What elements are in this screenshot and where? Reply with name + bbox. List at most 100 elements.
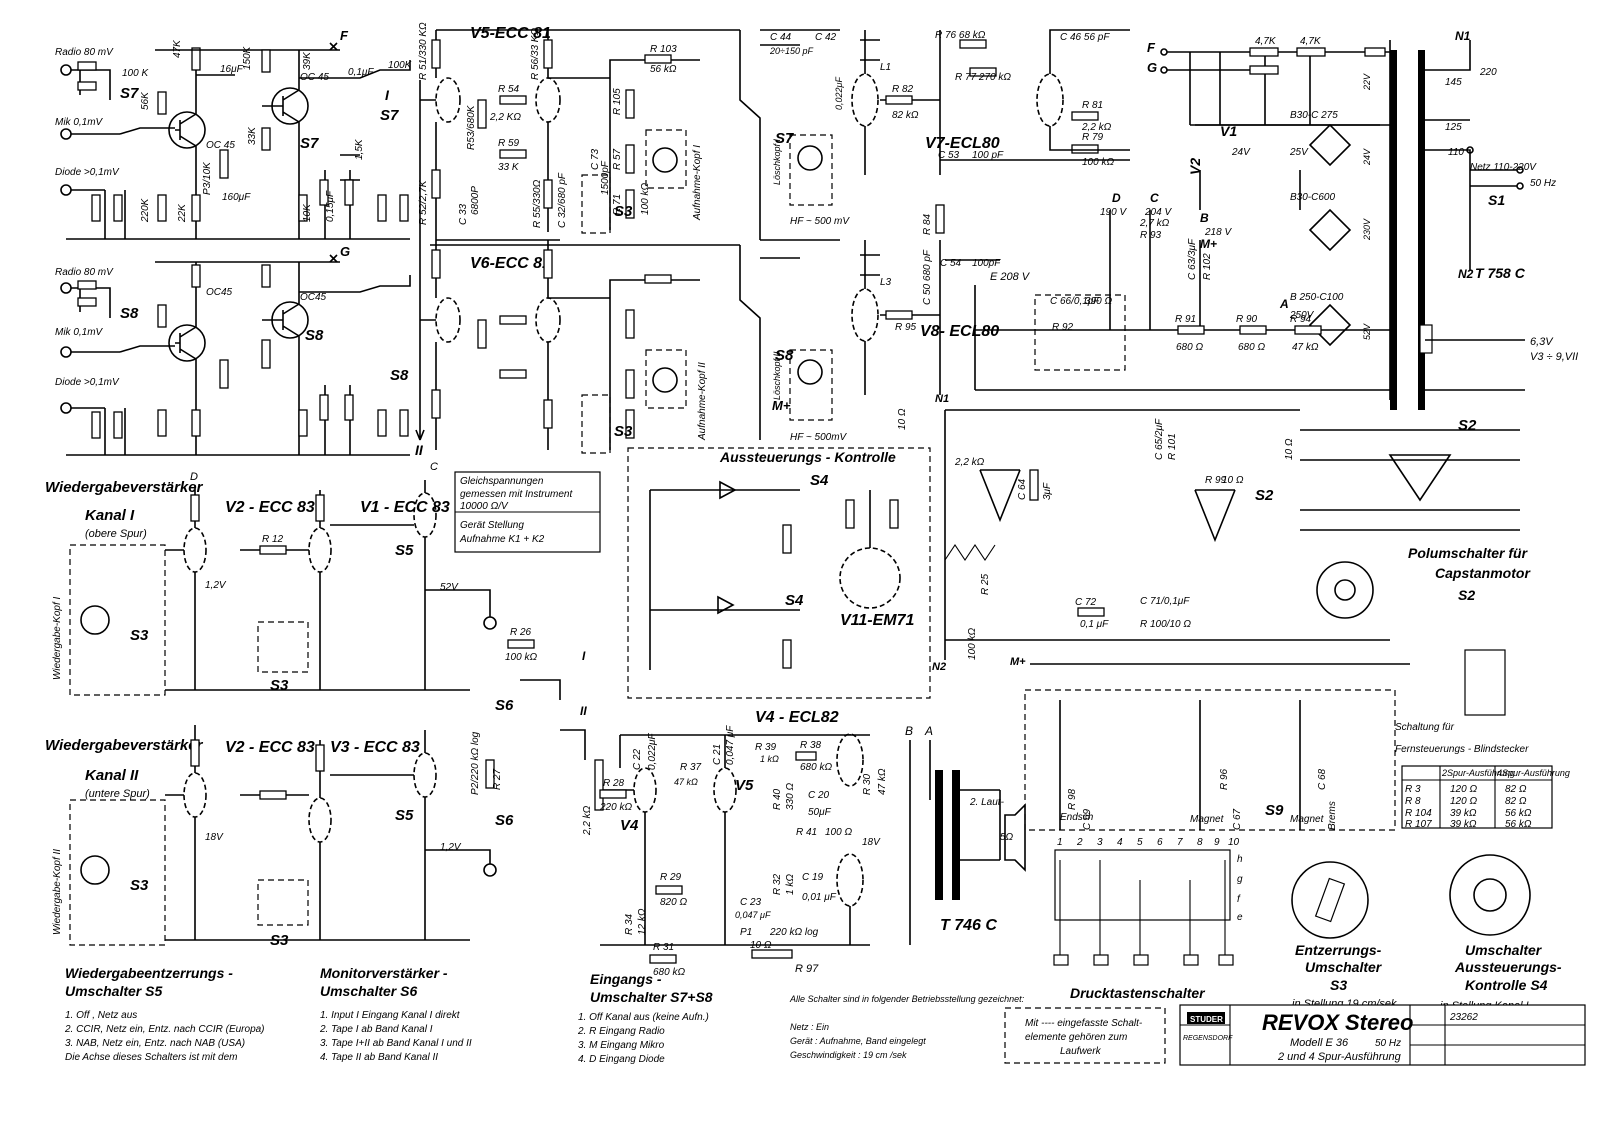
switch-s6-b: S6 — [495, 812, 514, 829]
caption-entzerr-2: Umschalter — [1305, 959, 1383, 975]
comp-r53: R53/680K — [466, 104, 477, 150]
tube-v4: V4 - ECL82 — [755, 709, 839, 726]
legend-s6-item-2: 2. Tape I ab Band Kanal I — [319, 1024, 433, 1035]
comp-c46: C 46 56 pF — [1060, 32, 1110, 43]
legend-s6-item-4: 4. Tape II ab Band Kanal II — [320, 1052, 438, 1063]
volt-250: 250V — [1289, 310, 1315, 321]
mains-label: Netz 110-220V — [1470, 162, 1537, 173]
legend-s5-item-4: Die Achse dieses Schalters ist mit dem — [65, 1052, 237, 1063]
comp-r31-val: 1 kΩ — [785, 874, 796, 895]
label-v1-ps: V1 — [1220, 123, 1237, 139]
comp-r37-val: 0,047 μF — [725, 725, 736, 765]
label-r98: R 96 — [1219, 768, 1230, 790]
comp-6800p: 6800P — [470, 186, 481, 215]
caption-drucktasten: Drucktastenschalter — [1070, 985, 1206, 1001]
comp-r37: C 21 — [712, 744, 723, 765]
rail-f-top: F — [340, 28, 349, 43]
comp-c23: P1 — [740, 927, 752, 938]
legend-state-item-2: Gerät : Aufnahme, Band eingelegt — [790, 1036, 926, 1046]
label-l1: L1 — [880, 62, 891, 73]
comp-p2: 2,2 kΩ — [582, 805, 593, 836]
switch-s2-b: S2 — [1255, 487, 1274, 504]
comp-220k-a: 220K — [140, 197, 151, 223]
volt-218: 218 V — [1204, 227, 1232, 238]
comp-r32: C 19 — [802, 872, 824, 883]
caption-polumschalter-3: S2 — [1458, 587, 1475, 603]
label-c67: Brems — [1327, 801, 1338, 830]
pb-row-g: g — [1237, 874, 1243, 885]
comp-56k-r103: 56 kΩ — [650, 64, 677, 75]
tap-125: 125 — [1445, 122, 1462, 133]
legend-state: Alle Schalter sind in folgender Betriebs… — [789, 994, 1025, 1060]
volt-12-a: 1,2V — [205, 580, 227, 591]
switch-s8-a: S8 — [120, 305, 139, 322]
legend-s6-title-2: Umschalter S6 — [320, 983, 417, 999]
comp-01uf-a: 0,1μF — [348, 67, 374, 78]
legend-s78-item-1: 1. Off Kanal aus (keine Aufn.) — [578, 1012, 709, 1023]
comp-r27: R 28 — [603, 778, 625, 789]
comp-r26: P2/220 kΩ log — [470, 731, 481, 795]
comp-22k-a: 22K — [177, 203, 188, 223]
comp-r55: R 55/330Ω — [532, 179, 543, 228]
motor-control: N1 N2 2,2 kΩ C 64 3μF R 99 10 Ω C 65/2μF… — [932, 393, 1531, 673]
bias-oscillators: S7 S8 C 44 20÷150 pF C 42 0,022μF V7-ECL… — [739, 29, 1130, 443]
rail-i-s6: I — [582, 649, 586, 663]
rail-f-psu: F — [1147, 40, 1156, 55]
transistor-4: OC45 — [300, 292, 327, 303]
comp-c44-val: 20÷150 pF — [769, 46, 813, 56]
comp-56k-a: 56K — [140, 91, 151, 110]
comp-r30-val: 820 Ω — [660, 897, 687, 908]
monitor-amp: V4 - ECL82 V4 V5 2,2 kΩ R 28 220 kΩ C 22… — [582, 709, 1026, 978]
laufwerk-3: Laufwerk — [1060, 1046, 1102, 1057]
comp-r81-val: 2,2 kΩ — [1081, 122, 1112, 133]
legend-state-item-3: Geschwindigkeit : 19 cm /sek — [790, 1050, 907, 1060]
table-r1-c1: 120 Ω — [1450, 784, 1477, 795]
tube-v11: V11-EM71 — [840, 612, 915, 629]
caption-umsch-2: Aussteuerungs- — [1454, 959, 1562, 975]
rect-3-label: B 250-C100 — [1290, 292, 1344, 303]
comp-r29: R 34 — [624, 913, 635, 935]
volt-204: 204 V — [1144, 207, 1172, 218]
mains-hz: 50 Hz — [1530, 178, 1556, 189]
record-amps: V5-ECC 81 V6-ECC 81 R 51/330 KΩ R53/680K… — [418, 22, 740, 454]
rail-ii-s6: II — [580, 704, 587, 718]
caption-aussteuerung: Aussteuerungs - Kontrolle — [719, 449, 896, 465]
table-r3-c1: 39 kΩ — [1450, 808, 1477, 819]
switch-s8-osc: S8 — [775, 347, 794, 364]
brand-name: REVOX — [1262, 1010, 1340, 1035]
input-diode-1: Diode >0,1mV — [55, 167, 120, 178]
comp-r57: R 57 — [612, 148, 623, 170]
comp-r56: R 56/33 KΩ — [530, 28, 541, 80]
tube-v2a: V2 - ECC 83 — [225, 499, 315, 516]
label-v2-ps: V2 — [1187, 158, 1203, 175]
comp-r76: R 76 68 kΩ — [935, 30, 986, 41]
table-r1-c0: R 3 — [1405, 784, 1421, 795]
comp-c21-val: 1 kΩ — [760, 754, 779, 764]
legend-s5-item-1: 1. Off , Netz aus — [65, 1010, 137, 1021]
comp-r99: C 65/2μF — [1154, 418, 1165, 460]
legend-s78-title-1: Eingangs - — [590, 971, 662, 987]
caption-wg2: Wiedergabeverstärker — [45, 737, 204, 754]
legend-s78-title-2: Umschalter S7+S8 — [590, 989, 713, 1005]
comp-r28: C 22 — [632, 748, 643, 770]
rail-b-ps: B — [1200, 211, 1209, 225]
rectifier-b30-c275: B30-C 275 — [1290, 110, 1352, 167]
caption-kanal1: Kanal I — [85, 507, 135, 524]
hf-label-2: HF ~ 500mV — [790, 432, 848, 443]
input-radio-1: Radio 80 mV — [55, 47, 114, 58]
comp-39k-a: 39K — [302, 51, 313, 70]
caption-kanal2-sub: (untere Spur) — [85, 788, 150, 800]
transistor-1: OC 45 — [206, 140, 235, 151]
pushbutton-switch: 1 2 3 4 5 6 7 8 9 10 h g f e Drucktasten… — [1053, 837, 1243, 1001]
pb-n7: 7 — [1177, 837, 1183, 848]
volt-52-a: 52V — [440, 582, 459, 593]
volt-230v: 52V — [1362, 323, 1372, 340]
label-r97: R 98 — [1067, 788, 1078, 810]
pb-n10: 10 — [1228, 837, 1240, 848]
model-variant: 2 und 4 Spur-Ausführung — [1277, 1051, 1402, 1063]
comp-p3-a: P3/10K — [202, 161, 213, 195]
switch-s9: S9 — [1265, 802, 1284, 819]
rectifier-b250-c100: B 250-C100 — [1290, 292, 1352, 347]
rail-m-plus-mag: M+ — [1010, 656, 1026, 668]
table-r4-c1: 39 kΩ — [1450, 819, 1477, 830]
